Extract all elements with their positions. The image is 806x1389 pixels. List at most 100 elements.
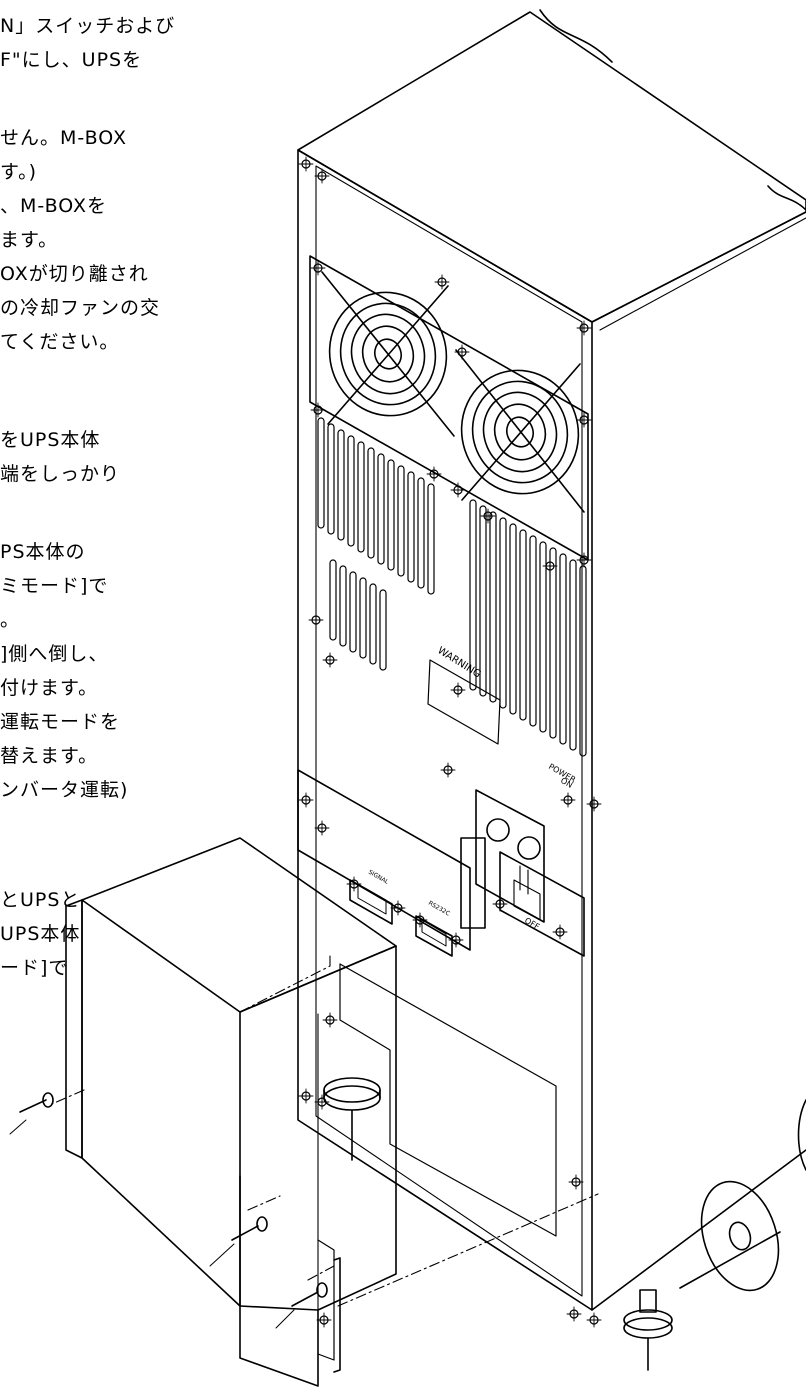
text-line: をUPS本体: [0, 429, 101, 451]
fan-panel: [309, 255, 589, 561]
screw-cross-mark: [298, 156, 314, 172]
text-line: とUPSと: [0, 889, 81, 911]
ventilation-slots: [317, 417, 587, 757]
screw-cross-mark: [566, 1306, 582, 1322]
vent-slot: [417, 477, 425, 589]
adjuster-foot-left: [323, 1077, 381, 1161]
screw-cross-mark: [454, 344, 470, 360]
vent-slot: [519, 529, 527, 721]
screw-cross-mark: [552, 924, 568, 940]
break-line: [767, 185, 806, 211]
vent-slot: [427, 483, 435, 595]
caster-wheel: [679, 1099, 806, 1292]
break-line: [539, 9, 613, 63]
text-line: OXが切り離され: [0, 263, 149, 285]
vent-slot: [339, 565, 347, 647]
vent-slot: [559, 553, 567, 745]
vent-slot: [579, 565, 587, 757]
screw-cross-mark: [576, 552, 592, 568]
adjuster-foot-right: [623, 1289, 673, 1371]
text-line: てください。: [0, 331, 120, 353]
vent-slot: [469, 499, 477, 691]
screw-cross-mark: [586, 796, 602, 812]
text-line: 。: [0, 609, 21, 631]
text-line: ミモード]で: [0, 575, 109, 597]
signal-label: SIGNAL: [367, 869, 390, 886]
text-line: の冷却ファンの交: [0, 297, 161, 319]
screw-cross-mark: [492, 896, 508, 912]
ups-cabinet: [297, 11, 806, 1311]
screw-cross-mark: [448, 932, 464, 948]
vent-slot: [317, 417, 325, 529]
signal-connector-icon: SIGNAL: [349, 869, 393, 925]
screw-cross-mark: [426, 466, 442, 482]
text-line: 替えます。: [0, 745, 99, 767]
screw-cross-mark: [576, 320, 592, 336]
alignment-lines: [51, 953, 599, 1307]
rs232c-connector-icon: RS232C: [415, 900, 453, 957]
vent-slot: [379, 589, 387, 671]
screw-cross-mark: [568, 1174, 584, 1190]
vent-slot: [479, 505, 487, 697]
screw-icon: [209, 1216, 268, 1267]
vent-slot: [529, 535, 537, 727]
vent-slot: [499, 517, 507, 709]
fan-left-icon: [321, 271, 455, 437]
vent-slot: [377, 453, 385, 565]
screw-cross-mark: [310, 260, 326, 276]
vent-slot: [357, 441, 365, 553]
vent-slot: [369, 583, 377, 665]
screw-cross-mark: [322, 652, 338, 668]
screw-cross-mark: [346, 876, 362, 892]
warning-label: WARNING: [427, 645, 501, 745]
vent-slot: [569, 559, 577, 751]
screw-cross-mark: [314, 168, 330, 184]
screw-cross-mark: [308, 612, 324, 628]
text-line: ンバータ運転): [0, 779, 129, 801]
vent-slot: [327, 423, 335, 535]
fan-right-icon: [455, 349, 585, 513]
power-switch: POWER ON OFF: [475, 762, 585, 957]
screw-cross-mark: [298, 1088, 314, 1104]
screw-cross-mark: [542, 558, 558, 574]
text-line: ]側へ倒し、: [0, 643, 109, 665]
screw-cross-mark: [560, 792, 576, 808]
text-line: F"にし、UPSを: [0, 49, 143, 71]
screw-cross-mark: [322, 1012, 338, 1028]
vent-slot: [347, 435, 355, 547]
text-line: N」スイッチおよび: [0, 15, 176, 37]
screw-cross-mark: [586, 1312, 602, 1328]
screw-icon: [275, 1282, 328, 1329]
m-box: [65, 837, 397, 1387]
vent-slot: [549, 547, 557, 739]
screw-cross-mark: [310, 402, 326, 418]
vent-slot: [509, 523, 517, 715]
screw-cross-mark: [450, 482, 466, 498]
screw-cross-mark: [450, 682, 466, 698]
screw-cross-mark: [390, 900, 406, 916]
vent-slot: [539, 541, 547, 733]
cabinet-screws: [298, 156, 602, 1328]
screw-cross-mark: [480, 508, 496, 524]
vent-slot: [349, 571, 357, 653]
rs232c-label: RS232C: [427, 900, 451, 918]
text-line: ード]で: [0, 957, 69, 979]
vent-slot: [489, 511, 497, 703]
text-line: 、M-BOXを: [0, 195, 108, 217]
text-line: ます。: [0, 229, 59, 251]
text-line: 運転モードを: [0, 711, 121, 733]
vent-slot: [359, 577, 367, 659]
vent-slot: [397, 465, 405, 577]
vent-slot: [407, 471, 415, 583]
screw-cross-mark: [434, 274, 450, 290]
text-line: す。): [0, 161, 38, 183]
screw-cross-mark: [440, 762, 456, 778]
screw-icon: [9, 1092, 54, 1135]
interface-plate: SIGNAL RS232C: [297, 769, 486, 957]
vent-slot: [367, 447, 375, 559]
text-line: せん。M-BOX: [0, 127, 128, 149]
instruction-text-block: N」スイッチおよび F"にし、UPSを せん。M-BOX す。) 、M-BOXを…: [0, 0, 260, 979]
text-line: PS本体の: [0, 541, 86, 563]
screw-cross-mark: [314, 1094, 330, 1110]
